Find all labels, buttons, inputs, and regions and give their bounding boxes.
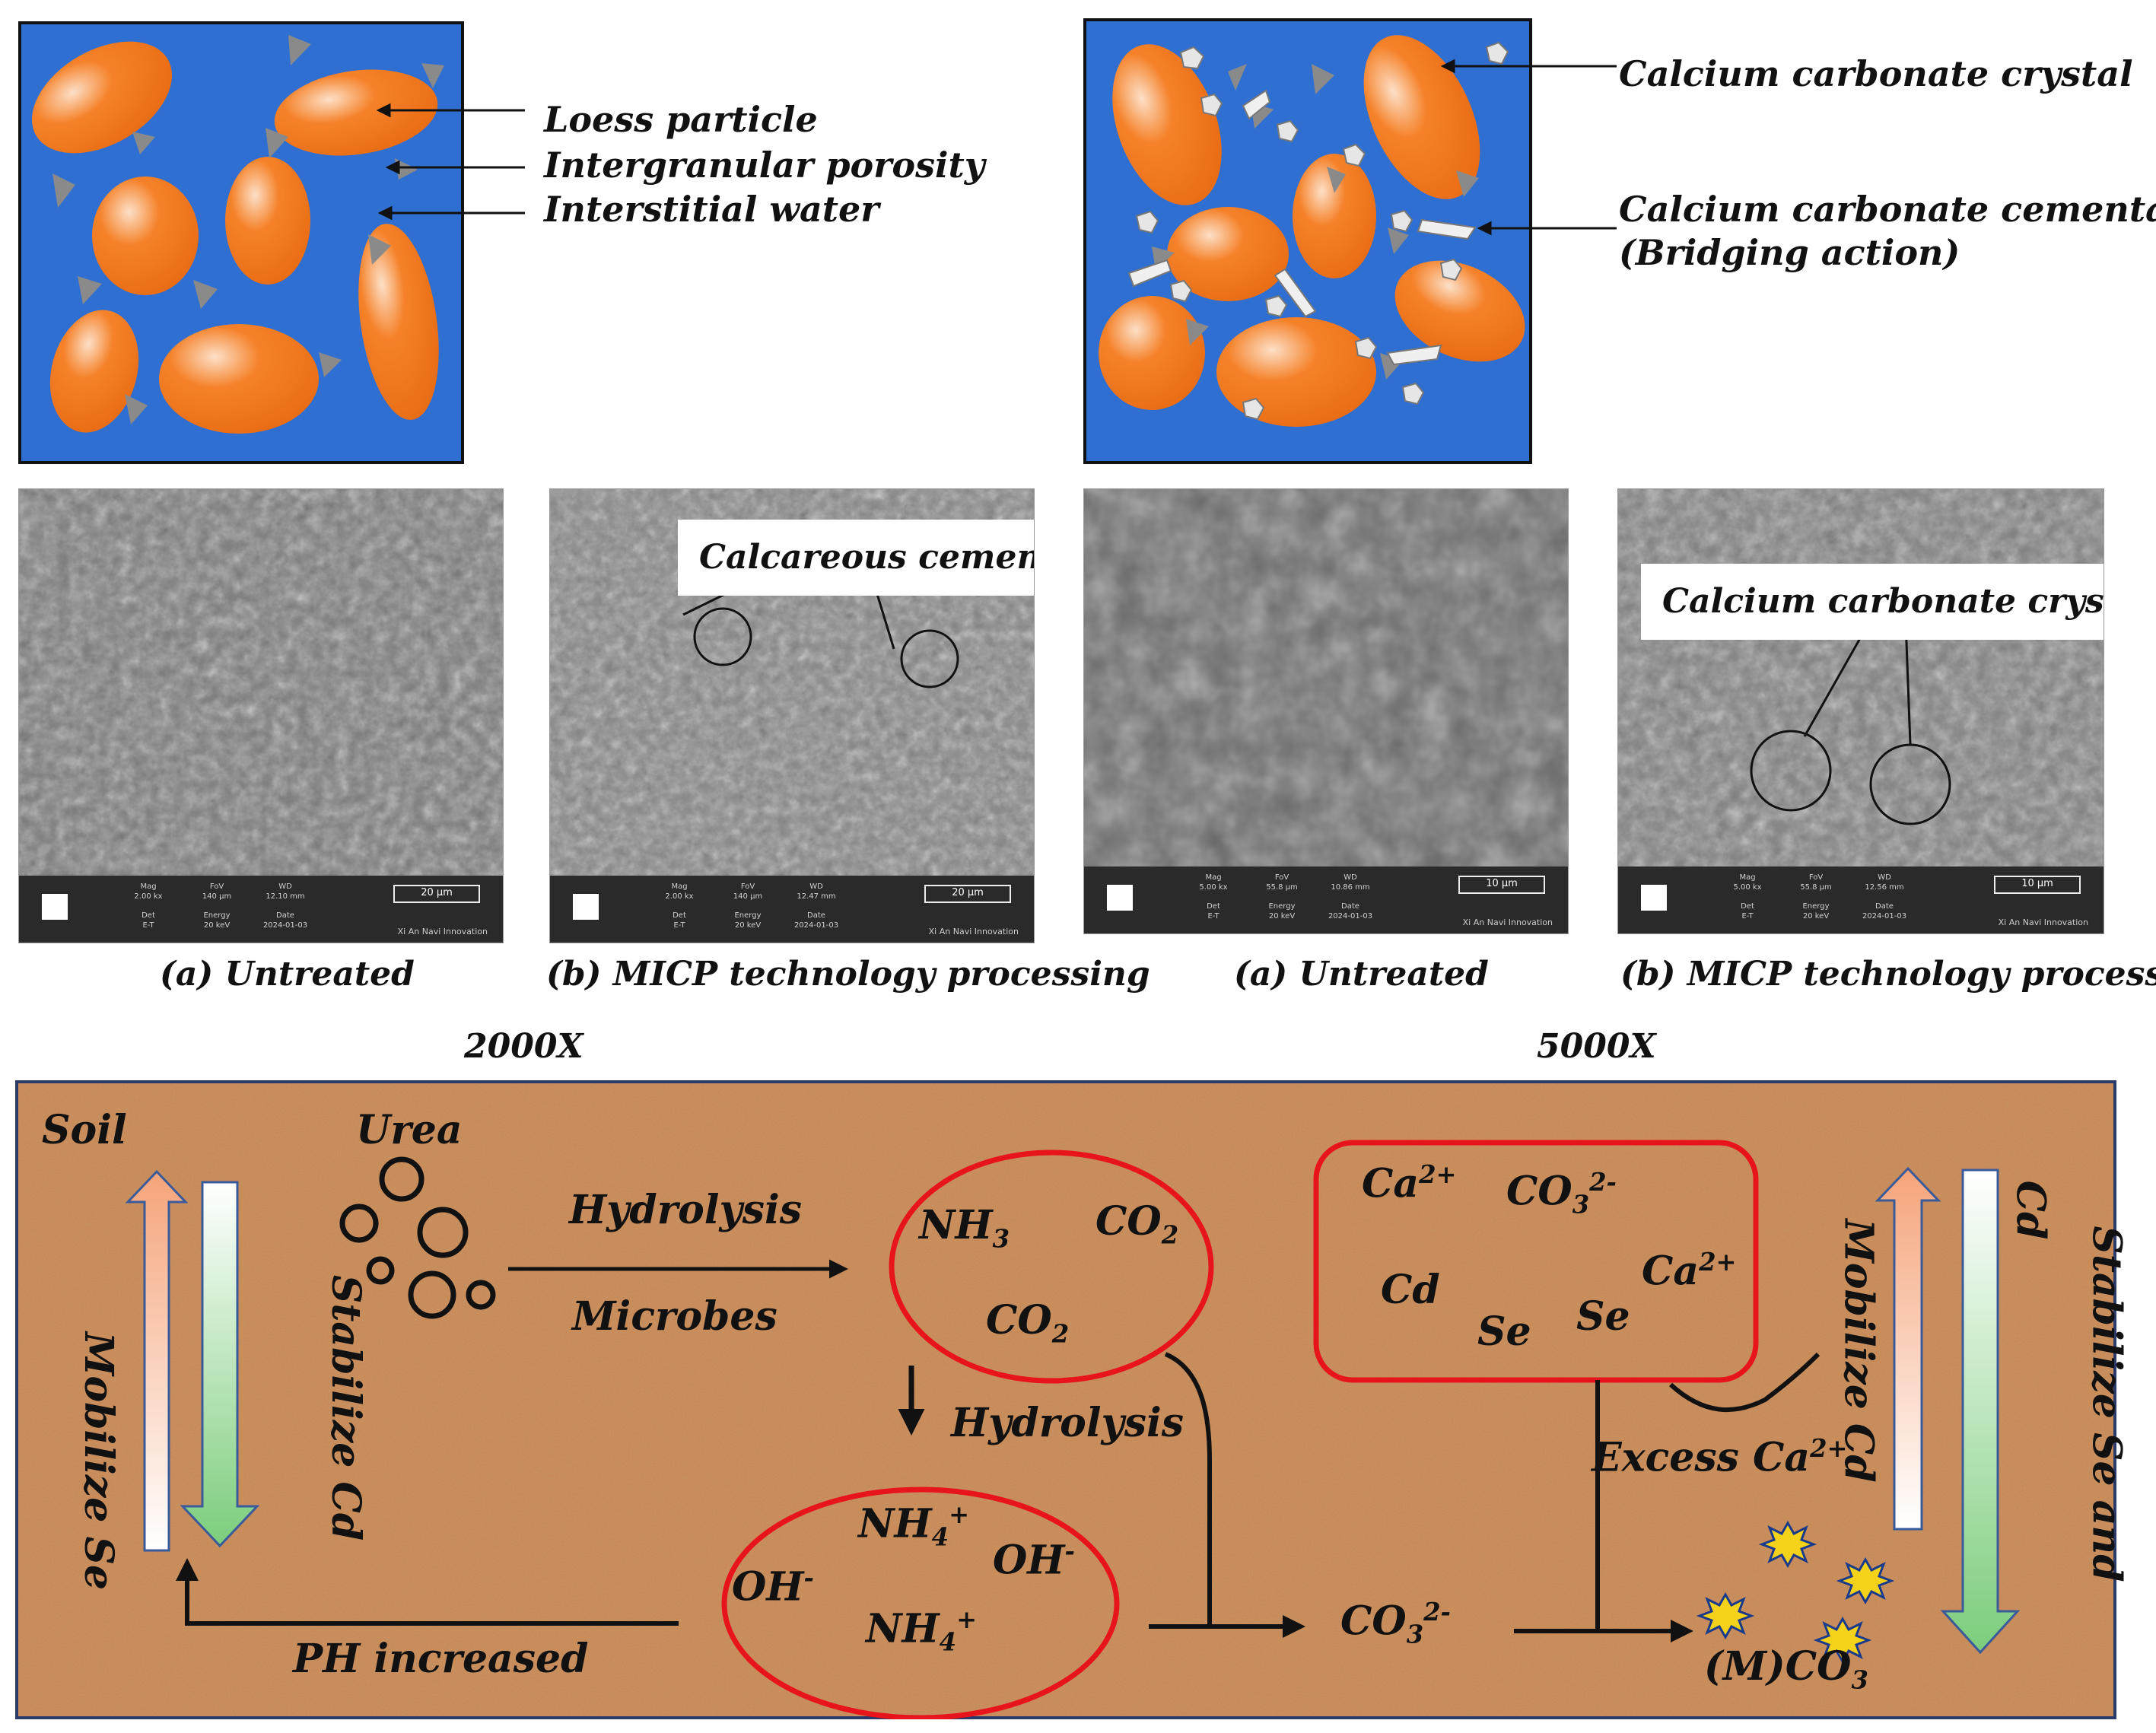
chem-se-right: Se [1576,1293,1630,1340]
stabilize-cd-arrow [180,1181,260,1548]
label-interstitial-water: Interstitial water [544,189,879,230]
label-stabilize-cd: Stabilize Cd [323,1274,370,1541]
mobilize-cd-arrow [1875,1166,1941,1531]
label-intergranular-porosity: Intergranular porosity [544,145,985,186]
label-calcium-carbonate-cementation: Calcium carbonate cementation [1619,189,2156,230]
chem-ca2plus-left: Ca2+ [1362,1160,1457,1207]
label-mobilize-cd: Mobilize Cd [1835,1219,1882,1483]
chem-ca2plus-right: Ca2+ [1642,1248,1737,1295]
untreated-label-arrows [376,103,525,221]
micp-treated-schematic [1083,18,1532,464]
caption-b-micp-5000x: (b) MICP technology processing [1620,955,2156,994]
chem-co2-bottom: CO2 [986,1297,1070,1349]
sem-logo-icon [1107,885,1133,911]
label-stabilize-cd-2: Cd [2007,1180,2054,1240]
caption-a-untreated-2000x: (a) Untreated [160,955,415,994]
label-ph-increased: PH increased [293,1636,589,1682]
label-urea: Urea [356,1107,463,1153]
label-microbes: Microbes [572,1293,777,1340]
calcium-carbonate-crystals [1135,41,1509,421]
label-soil: Soil [42,1107,127,1153]
sem-logo-icon [42,894,68,920]
caption-a-untreated-5000x: (a) Untreated [1234,955,1489,994]
magnification-label-5000x: 5000X [1537,1027,1656,1066]
scale-bar: 10 µm [1994,876,2081,894]
label-stabilize-se-and: Stabilize Se and [2083,1226,2130,1582]
pore-triangles [52,35,444,425]
sem-logo-icon [573,894,599,920]
chem-nh3: NH3 [919,1202,1010,1254]
chem-co3-2minus: CO32- [1340,1598,1451,1649]
label-calcium-carbonate-crystal: Calcium carbonate crystal [1619,53,2133,94]
label-excess-ca: Excess Ca2+ [1592,1434,1848,1481]
caption-b-micp-2000x: (b) MICP technology processing [546,955,1150,994]
calcium-carbonate-bridges [1127,89,1477,366]
chem-oh-right: OH- [993,1537,1075,1584]
sem-logo-icon [1641,885,1667,911]
chem-co3-box: CO32- [1506,1168,1617,1219]
stabilize-se-cd-arrow [1940,1169,2021,1655]
label-bridging-action: (Bridging action) [1619,232,1960,273]
scale-bar: 20 µm [393,885,480,903]
chem-nh4-bottom: NH4+ [866,1605,978,1657]
magnification-label-2000x: 2000X [464,1027,584,1066]
chem-co2-top: CO2 [1095,1198,1179,1250]
label-mobilize-se: Mobilize Se [75,1331,122,1591]
urea-bubbles-icon [339,1156,496,1319]
chem-nh4-top: NH4+ [858,1500,970,1552]
callout-calcareous-cement: Calcareous cement [678,520,1034,596]
treated-label-arrows [1440,59,1617,236]
label-hydrolysis-urea: Hydrolysis [569,1187,803,1233]
chem-se-left: Se [1477,1308,1531,1355]
loess-particles [32,41,439,434]
untreated-schematic [18,21,464,464]
precipitate-star-icons [1696,1520,1895,1665]
scale-bar: 10 µm [1458,876,1545,894]
mechanism-panel [15,1080,2116,1719]
mobilize-se-arrow [125,1169,189,1552]
chem-metal-carbonate: (M)CO3 [1704,1643,1868,1695]
chem-oh-left: OH- [732,1563,814,1611]
label-loess-particle: Loess particle [544,99,818,140]
scale-bar: 20 µm [924,885,1011,903]
label-hydrolysis-ammonia: Hydrolysis [951,1400,1185,1446]
chem-cd-box: Cd [1381,1267,1440,1313]
callout-calcium-carbonate-crystal: Calcium carbonate crystal [1641,564,2104,640]
